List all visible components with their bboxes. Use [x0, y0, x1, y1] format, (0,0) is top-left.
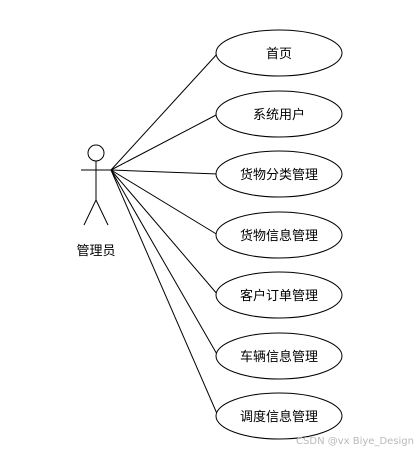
- associations: [110, 52, 219, 417]
- actor-right-leg: [95, 199, 109, 226]
- use-case: 调度信息管理: [215, 392, 343, 440]
- association-line: [110, 169, 219, 236]
- actor-head: [87, 144, 105, 162]
- association-line: [110, 113, 219, 171]
- association-line: [110, 169, 219, 296]
- use-case-label: 货物分类管理: [240, 167, 318, 183]
- use-case-ellipse: [215, 211, 343, 259]
- watermark: CSDN @vx Biye_Design: [296, 436, 414, 447]
- use-case-ellipse: [215, 392, 343, 440]
- actor-left-leg: [83, 199, 97, 226]
- use-case-ellipse: [215, 150, 343, 198]
- use-case-label: 车辆信息管理: [240, 349, 318, 365]
- use-case-label: 系统用户: [253, 107, 305, 123]
- use-case-ellipse: [215, 90, 343, 138]
- association-line: [110, 169, 219, 175]
- use-case-label: 客户订单管理: [240, 288, 318, 304]
- association-line: [110, 169, 219, 417]
- use-case: 货物信息管理: [215, 211, 343, 259]
- use-case: 首页: [215, 29, 343, 77]
- use-case: 车辆信息管理: [215, 332, 343, 380]
- use-case: 客户订单管理: [215, 271, 343, 319]
- use-case-ellipse: [215, 332, 343, 380]
- use-case-label: 首页: [266, 47, 292, 62]
- use-case-label: 货物信息管理: [240, 228, 318, 244]
- use-case-ellipse: [215, 29, 343, 77]
- use-case-label: 调度信息管理: [240, 409, 318, 425]
- actor-label: 管理员: [76, 244, 115, 259]
- use-case: 系统用户: [215, 90, 343, 138]
- actor-figure: [81, 144, 111, 226]
- use-case: 货物分类管理: [215, 150, 343, 198]
- association-line: [110, 169, 219, 357]
- use-case-ellipse: [215, 271, 343, 319]
- association-line: [110, 52, 219, 171]
